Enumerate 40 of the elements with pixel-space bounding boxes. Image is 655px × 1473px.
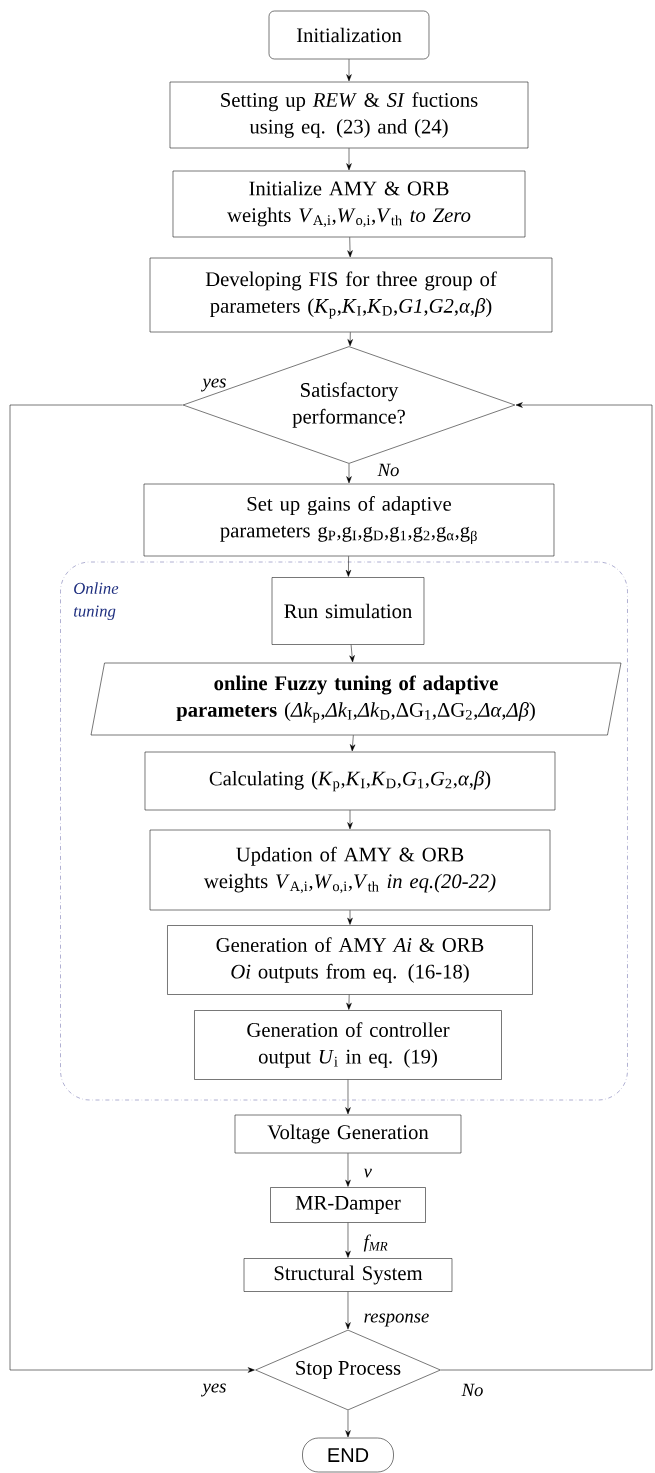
arrow — [349, 644, 355, 663]
process-box: Updation of AMY & ORB weights V$_{A,i}$,W$_{o,i}$,V$_{th}$ in eq.(20-22) — [149, 829, 551, 911]
edge-label: response — [364, 1313, 429, 1327]
start-box: Initialization — [268, 10, 430, 60]
edge-label: f$_{MR}$ — [363, 1234, 388, 1252]
arrow — [347, 910, 353, 925]
arrow — [345, 1153, 351, 1187]
process-box: Calculating (K$_{p}$,K$_{I}$,K$_{D}$,G$_{1}$,G$_{2}$,α,β) — [144, 751, 556, 811]
arrow — [347, 237, 353, 258]
process-box: Generation of AMY Ai & ORB Oi outputs from eq. (16-18) — [167, 925, 533, 995]
input-parallelogram: online Fuzzy tuning of adaptive parameters (Δk$_{p}$,Δk$_{I}$,Δk$_{D}$,ΔG$_{1}$,ΔG$_{2}$,Δα,Δβ) — [90, 662, 622, 736]
arrow — [9, 404, 255, 1373]
process-box: Structural System — [243, 1258, 453, 1292]
process-box: Run simulation — [271, 577, 425, 645]
edge-label: No — [377, 463, 399, 477]
arrow — [345, 1079, 351, 1115]
arrow — [347, 332, 353, 347]
arrow — [440, 402, 653, 1371]
process-box: Voltage Generation — [234, 1114, 462, 1154]
end-terminal: END — [302, 1437, 394, 1473]
process-box: Initialize AMY & ORB weights V$_{A,i}$,W$_{o,i}$,V$_{th}$ to Zero — [172, 170, 526, 238]
arrow — [345, 1291, 351, 1330]
arrow — [346, 994, 352, 1010]
arrow — [345, 556, 352, 577]
process-box: MR-Damper — [270, 1187, 426, 1223]
process-box: Generation of controller output U$_{i}$ in eq. (19) — [194, 1010, 502, 1080]
process-box: Developing FIS for three group of parameters (K$_{p}$,K$_{I}$,K$_{D}$,G1,G2,α,β) — [149, 257, 553, 333]
arrow — [345, 1410, 351, 1438]
process-box: Setting up REW & SI fuctions using eq. (23) and (24) — [169, 81, 529, 149]
edge-label: No — [461, 1383, 483, 1397]
arrow — [346, 59, 352, 82]
arrow — [345, 1222, 351, 1258]
arrow — [346, 463, 352, 484]
arrow — [346, 148, 352, 171]
process-box: Set up gains of adaptive parameters g$_{P}$,g$_{I}$,g$_{D}$,g$_{1}$,g$_{2}$,g$_{α}$,g$_{β}$ — [143, 483, 555, 557]
edge-label: v — [363, 1168, 372, 1178]
edge-label: yes — [201, 378, 226, 392]
arrow — [347, 810, 353, 830]
arrow — [350, 735, 356, 752]
branch-label: yes — [201, 1383, 226, 1397]
